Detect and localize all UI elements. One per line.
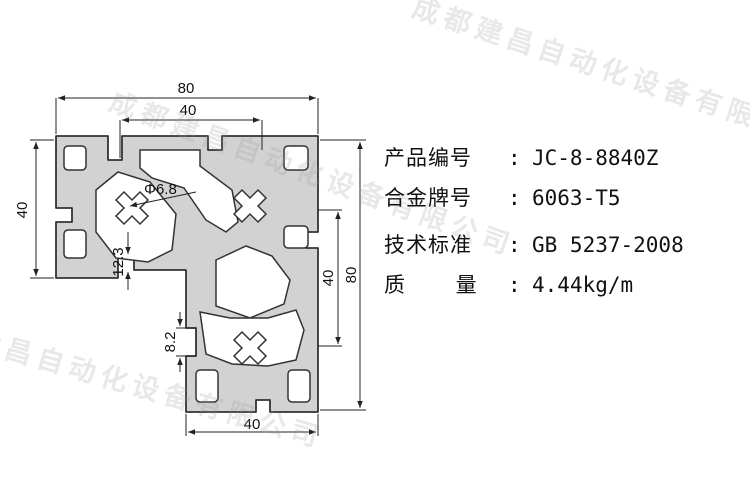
- spec-label: 合金牌号: [384, 186, 472, 210]
- dim-slot-width: 8.2: [162, 332, 179, 353]
- dim-bottom-width: 40: [244, 416, 261, 433]
- dim-inner-height: 40: [320, 270, 337, 287]
- spec-colon: :: [508, 186, 521, 210]
- spec-value: JC-8-8840Z: [532, 146, 659, 170]
- dim-top-width: 80: [178, 80, 195, 97]
- spec-label: 产品编号: [384, 146, 472, 170]
- spec-colon: :: [508, 233, 521, 257]
- spec-value: GB 5237-2008: [532, 233, 684, 257]
- spec-label: 质 量: [384, 273, 477, 297]
- dim-right-height: 80: [343, 267, 360, 284]
- spec-standard: 技术标准: GB 5237-2008: [384, 229, 744, 259]
- profile-cavities: [63, 145, 311, 403]
- spec-alloy-grade: 合金牌号:6063-T5: [384, 182, 744, 212]
- spec-weight: 质 量:4.44kg/m: [384, 269, 744, 299]
- dim-hole-diameter: Φ6.8: [144, 181, 177, 198]
- dim-slot-height: 12.3: [110, 247, 127, 276]
- spec-product-number: 产品编号: JC-8-8840Z: [384, 142, 744, 172]
- center-bores: [114, 188, 268, 366]
- dim-left-height: 40: [14, 202, 31, 219]
- dim-top-inner: 40: [180, 102, 197, 119]
- spec-value: 6063-T5: [532, 186, 621, 210]
- spec-label: 技术标准: [384, 233, 472, 257]
- dimension-lines: [30, 95, 366, 436]
- spec-value: 4.44kg/m: [532, 273, 634, 297]
- spec-colon: :: [508, 273, 521, 297]
- spec-colon: :: [508, 146, 521, 170]
